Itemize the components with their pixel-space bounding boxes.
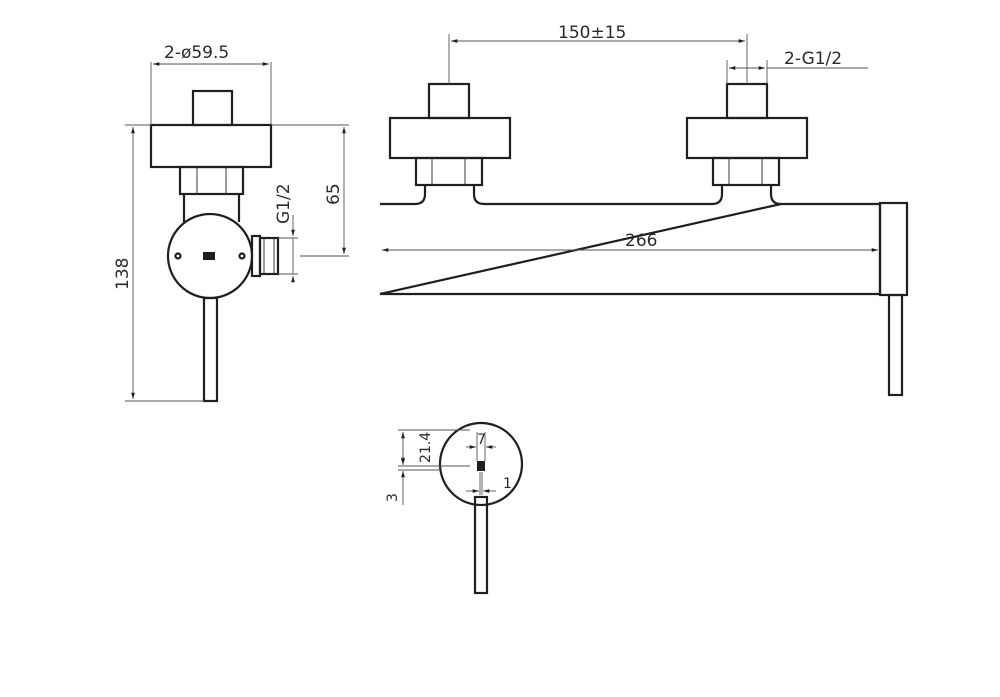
detail-cartridge-mark (477, 461, 485, 471)
side-thread-label: G1/2 (274, 183, 294, 224)
inlet-diameter-label: 2-ø59.5 (164, 43, 229, 63)
left-inlet-nut (427, 82, 471, 120)
small-offset-label: 3 (385, 493, 401, 502)
handle-detail-view: 21.4 7 3 1 (385, 421, 524, 595)
side-flange (149, 123, 273, 169)
side-view: 2-ø59.5 138 65 G1/2 (113, 43, 349, 403)
handle-offset-label: 21.4 (418, 432, 434, 463)
side-cartridge-mark (203, 252, 215, 260)
side-top-nut (191, 89, 234, 127)
front-view: 150±15 2-G1/2 266 (379, 23, 909, 397)
small-gap-label: 1 (503, 476, 512, 492)
side-lever-handle (202, 296, 219, 403)
left-hex-coupling (414, 156, 484, 187)
detail-handle-circle (438, 421, 524, 507)
side-hex-coupling (178, 165, 245, 196)
right-flange (685, 116, 809, 160)
handle-width-label: 7 (477, 432, 486, 448)
inlet-spacing-label: 150±15 (558, 23, 626, 43)
inlet-thread-label: 2-G1/2 (784, 49, 842, 69)
inlet-height-label: 65 (324, 183, 344, 205)
detail-lever (473, 495, 489, 595)
left-flange (388, 116, 512, 160)
front-lever-handle (887, 293, 904, 397)
overall-height-label: 138 (113, 258, 133, 290)
body-length-label: 266 (625, 231, 657, 251)
front-handle-cap (878, 201, 909, 297)
right-hex-coupling (711, 156, 781, 187)
right-inlet-nut (725, 82, 769, 120)
side-neck (182, 194, 241, 222)
side-outlet-thread (250, 234, 262, 278)
